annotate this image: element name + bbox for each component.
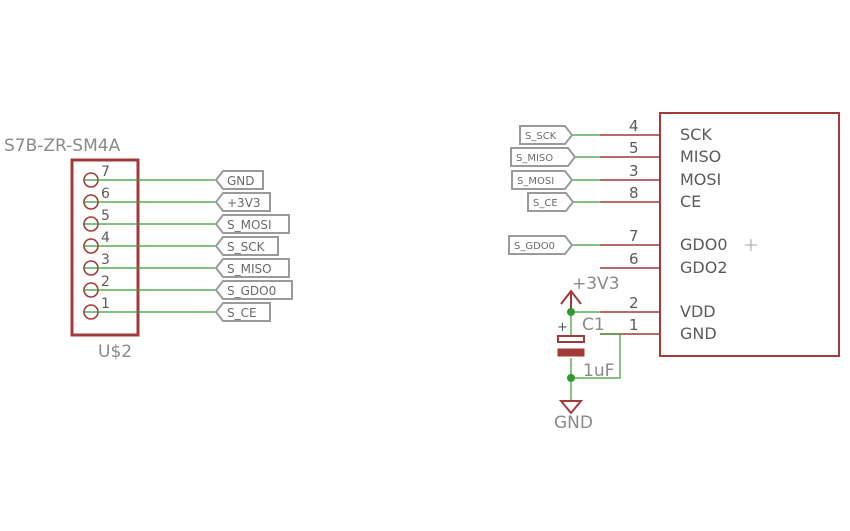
net-label-s-sck-right[interactable]: S_SCK <box>519 125 574 145</box>
ic-pin-name-miso: MISO <box>680 147 721 166</box>
capacitor-c1[interactable]: C1 + 1uF <box>557 315 614 381</box>
connector-ref-label: U$2 <box>98 342 132 362</box>
connector-symbol[interactable]: S7B-ZR-SM4A U$2 7 6 5 4 3 <box>4 136 216 362</box>
ic-body <box>659 112 840 357</box>
pin-number: 7 <box>101 164 110 180</box>
net-label-s-miso-right[interactable]: S_MISO <box>510 147 577 167</box>
ic-pin-name-gdo2: GDO2 <box>680 258 728 277</box>
ic-pin-number: 8 <box>629 184 639 202</box>
ic-symbol[interactable]: 4 5 3 8 7 6 2 1 SCK MISO MOSI CE GDO0 GD… <box>600 112 840 357</box>
pin-number: 6 <box>101 186 110 202</box>
ic-pin-name-ce: CE <box>680 192 701 211</box>
net-label-s-ce-right[interactable]: S_CE <box>527 192 575 212</box>
right-net-labels: S_SCK S_MISO S_MOSI S_CE S_GDO0 <box>508 125 577 255</box>
ic-pin-name-mosi: MOSI <box>680 170 721 189</box>
capacitor-value-label: 1uF <box>583 361 614 381</box>
ground-symbol[interactable]: GND <box>554 400 593 433</box>
net-label-text: S_MISO <box>516 153 553 164</box>
net-label-gnd[interactable]: GND <box>214 170 264 190</box>
ic-pin-name-gdo0: GDO0 <box>680 235 728 254</box>
ic-pin-number: 5 <box>629 139 639 157</box>
pin-number: 1 <box>101 296 110 312</box>
net-label-text: S_GDO0 <box>227 284 276 298</box>
net-label-s-gdo0-right[interactable]: S_GDO0 <box>508 235 574 255</box>
ic-pin-number: 6 <box>629 250 639 268</box>
supply-label: +3V3 <box>572 274 620 294</box>
ic-pin-number: 3 <box>629 162 639 180</box>
connector-pin-3[interactable]: 3 <box>83 252 216 276</box>
ground-label: GND <box>554 413 593 433</box>
ic-pin-name-sck: SCK <box>680 125 712 144</box>
left-net-labels: GND +3V3 S_MOSI S_SCK S_MISO S_GDO0 S_CE <box>214 170 293 322</box>
ic-pin-name-vdd: VDD <box>680 302 716 321</box>
origin-cross-icon <box>745 239 757 251</box>
net-label-text: S_SCK <box>525 131 557 142</box>
capacitor-plate-top <box>557 335 585 343</box>
capacitor-polarity-mark: + <box>557 320 568 335</box>
connector-pin-1[interactable]: 1 <box>83 296 216 320</box>
connector-part-name: S7B-ZR-SM4A <box>4 136 121 156</box>
net-label-text: S_CE <box>533 198 558 209</box>
ic-pin-number: 7 <box>629 227 639 245</box>
connector-pin-6[interactable]: 6 <box>83 186 216 210</box>
ic-net-wires <box>572 134 600 246</box>
pin-number: 2 <box>101 274 110 290</box>
ic-pin-number: 2 <box>629 294 639 312</box>
net-label-3v3[interactable]: +3V3 <box>214 192 271 212</box>
connector-pin-4[interactable]: 4 <box>83 230 216 254</box>
net-label-s-ce[interactable]: S_CE <box>214 302 271 322</box>
net-label-text: S_CE <box>227 306 257 320</box>
capacitor-ref-label: C1 <box>582 315 605 335</box>
pin-number: 5 <box>101 208 110 224</box>
net-label-text: S_MOSI <box>227 218 272 232</box>
pin-number: 3 <box>101 252 110 268</box>
pin-number: 4 <box>101 230 110 246</box>
ground-icon <box>558 400 584 415</box>
net-label-text: S_MISO <box>227 262 272 276</box>
junction-dot <box>567 374 575 382</box>
net-label-s-miso[interactable]: S_MISO <box>214 258 290 278</box>
ic-pin-name-gnd: GND <box>680 324 717 343</box>
net-label-s-gdo0[interactable]: S_GDO0 <box>214 280 293 300</box>
net-label-text: S_SCK <box>227 240 266 254</box>
net-label-s-mosi-right[interactable]: S_MOSI <box>511 170 574 190</box>
ic-pin-number: 4 <box>629 117 639 135</box>
net-label-text: GND <box>227 174 255 188</box>
connector-pin-2[interactable]: 2 <box>83 274 216 298</box>
junction-dot <box>567 308 575 316</box>
capacitor-plate-bottom <box>557 348 585 357</box>
connector-body <box>70 158 140 337</box>
net-label-text: +3V3 <box>227 196 261 210</box>
supply-symbol-3v3[interactable]: +3V3 <box>560 274 620 312</box>
net-label-text: S_MOSI <box>517 176 554 187</box>
power-section: +3V3 C1 + 1uF GND <box>554 274 621 433</box>
connector-pin-7[interactable]: 7 <box>83 164 216 188</box>
ic-pin-number: 1 <box>629 316 639 334</box>
net-label-s-sck[interactable]: S_SCK <box>214 236 279 256</box>
net-label-text: S_GDO0 <box>514 241 555 252</box>
connector-pin-5[interactable]: 5 <box>83 208 216 232</box>
net-label-s-mosi[interactable]: S_MOSI <box>214 214 290 234</box>
